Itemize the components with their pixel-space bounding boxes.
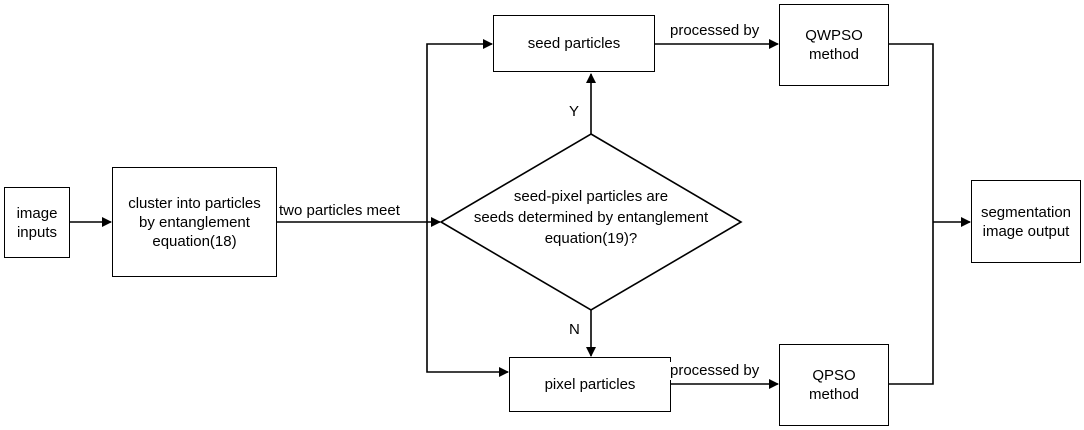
pixel-particles-box: pixel particles [509,357,671,412]
arrow-split-to-seed-particles [426,39,493,222]
edge-label-two-particles-meet: two particles meet [279,202,400,220]
cluster-line-2: by entanglement [139,213,250,231]
cluster-line-1: cluster into particles [128,194,261,212]
image-inputs-line-2: inputs [16,223,57,241]
qpso-line-2: method [808,386,860,403]
edge-label-processed-by-top: processed by [668,22,762,40]
edge-label-processed-by-bottom: processed by [668,362,762,380]
qpso-method-box: QPSO method [779,344,889,426]
image-inputs-line-1: image [16,204,58,222]
decision-diamond [439,133,743,311]
qwpso-line-1: QWPSO [805,27,863,44]
qwpso-method-box: QWPSO method [779,4,889,86]
pixel-particles-label: pixel particles [544,376,636,393]
cluster-line-3: equation(18) [152,232,237,250]
qpso-line-1: QPSO [812,367,856,384]
segmentation-output-box: segmentation image output [971,180,1081,263]
seed-particles-box: seed particles [493,15,655,72]
seed-particles-label: seed particles [527,35,621,52]
line-qpso-to-merge [889,222,934,385]
line-qwpso-to-merge [889,43,934,222]
decision-text: seed-pixel particles are seeds determine… [450,186,732,249]
qwpso-line-2: method [808,46,860,63]
decision-line-3: equation(19)? [544,230,638,247]
cluster-box: cluster into particles by entanglement e… [112,167,277,277]
decision-line-2: seeds determined by entanglement [473,209,709,226]
edge-label-no: N [567,321,582,339]
segmentation-line-2: image output [982,222,1070,240]
segmentation-line-1: segmentation [980,203,1072,221]
edge-label-yes: Y [567,103,582,121]
arrow-split-to-pixel-particles [426,222,509,377]
image-inputs-box: image inputs [4,187,70,258]
decision-line-1: seed-pixel particles are [513,188,669,205]
